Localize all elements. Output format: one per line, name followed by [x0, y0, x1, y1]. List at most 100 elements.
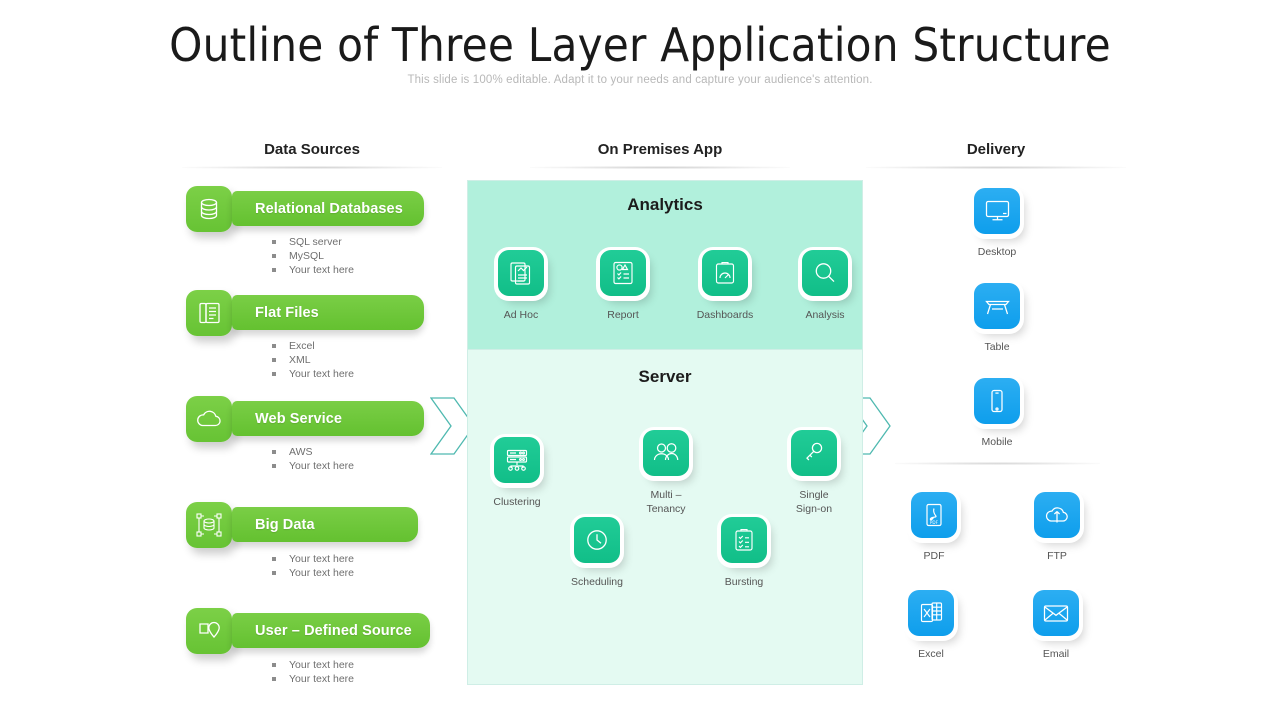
list-item: Your text here	[272, 672, 354, 686]
server-item-clustering[interactable]: Clustering	[478, 437, 556, 510]
analytics-item-dashboards[interactable]: Dashboards	[686, 250, 764, 323]
list-item: Excel	[272, 339, 354, 353]
delivery-item-mobile[interactable]: Mobile	[958, 378, 1036, 448]
delivery-item-label: Email	[1042, 648, 1070, 660]
analytics-item-report[interactable]: Report	[584, 250, 662, 323]
delivery-item-label: Excel	[918, 648, 944, 660]
data-source-bullet-list: Your text here Your text here	[272, 552, 354, 580]
delivery-item-label: FTP	[1047, 550, 1067, 562]
excel-file-icon	[908, 590, 954, 636]
analytics-item-analysis[interactable]: Analysis	[786, 250, 864, 323]
analytics-item-label: Report	[607, 309, 639, 321]
list-item: Your text here	[272, 263, 354, 277]
server-item-single-sign-on[interactable]: Single Sign-on	[775, 430, 853, 516]
page-title: Outline of Three Layer Application Struc…	[169, 18, 1111, 72]
mobile-phone-icon	[974, 378, 1020, 424]
server-item-bursting[interactable]: Bursting	[705, 517, 783, 590]
data-source-bullet-list: Excel XML Your text here	[272, 339, 354, 382]
delivery-item-label: Mobile	[981, 436, 1013, 448]
dashboard-clipboard-icon	[702, 250, 748, 296]
checklist-clipboard-icon	[721, 517, 767, 563]
delivery-item-label: Desktop	[977, 246, 1017, 258]
arrow-left-to-center-icon	[430, 396, 476, 456]
server-rack-icon	[494, 437, 540, 483]
data-source-label-bar[interactable]: Web Service	[232, 401, 424, 436]
analytics-item-label: Ad Hoc	[503, 309, 539, 321]
arrow-center-to-right-icon	[846, 396, 892, 456]
column-header-delivery: Delivery	[866, 141, 1126, 169]
delivery-divider	[895, 462, 1100, 465]
key-icon	[791, 430, 837, 476]
list-item: AWS	[272, 445, 354, 459]
database-icon	[186, 186, 232, 232]
analytics-item-label: Dashboards	[696, 309, 754, 321]
analytics-section: Analytics Ad Hoc	[467, 180, 863, 350]
data-source-label: Relational Databases	[255, 200, 403, 217]
on-premises-panel: Analytics Ad Hoc	[467, 180, 863, 685]
list-item: Your text here	[272, 459, 354, 473]
data-source-label: Flat Files	[255, 304, 319, 321]
server-item-scheduling[interactable]: Scheduling	[558, 517, 636, 590]
desktop-monitor-icon	[974, 188, 1020, 234]
data-source-label-bar[interactable]: Big Data	[232, 507, 418, 542]
data-source-label-bar[interactable]: User – Defined Source	[232, 613, 430, 648]
big-data-network-icon	[186, 502, 232, 548]
list-item: Your text here	[272, 658, 354, 672]
list-item: Your text here	[272, 566, 354, 580]
cloud-upload-icon	[1034, 492, 1080, 538]
document-stack-icon	[186, 290, 232, 336]
analytics-item-label: Analysis	[805, 309, 845, 321]
column-header-label: Delivery	[966, 141, 1026, 158]
report-document-icon	[600, 250, 646, 296]
header-divider	[530, 166, 790, 169]
table-icon	[974, 283, 1020, 329]
data-source-bullet-list: Your text here Your text here	[272, 658, 354, 686]
magnifier-icon	[802, 250, 848, 296]
clock-icon	[574, 517, 620, 563]
header-divider	[182, 166, 442, 169]
server-item-label: Bursting	[724, 576, 764, 588]
data-source-bullet-list: AWS Your text here	[272, 445, 354, 473]
list-item: XML	[272, 353, 354, 367]
data-source-label: Big Data	[255, 516, 315, 533]
server-item-multi-tenancy[interactable]: Multi – Tenancy	[627, 430, 705, 516]
server-item-label: Single Sign-on	[795, 489, 833, 515]
pdf-file-icon: PDF	[911, 492, 957, 538]
server-heading: Server	[638, 367, 692, 386]
delivery-item-excel[interactable]: Excel	[892, 590, 970, 660]
delivery-item-table[interactable]: Table	[958, 283, 1036, 353]
header-divider	[866, 166, 1126, 169]
list-item: Your text here	[272, 552, 354, 566]
column-header-label: Data Sources	[264, 141, 360, 158]
delivery-item-email[interactable]: Email	[1017, 590, 1095, 660]
analytics-item-ad-hoc[interactable]: Ad Hoc	[482, 250, 560, 323]
server-item-label: Scheduling	[571, 576, 623, 588]
data-source-label: User – Defined Source	[255, 622, 412, 639]
analytics-heading: Analytics	[627, 195, 703, 214]
users-icon	[643, 430, 689, 476]
server-item-label: Multi – Tenancy	[646, 489, 686, 515]
column-header-on-premises: On Premises App	[530, 141, 790, 169]
user-defined-source-icon	[186, 608, 232, 654]
column-header-label: On Premises App	[597, 141, 723, 158]
delivery-item-desktop[interactable]: Desktop	[958, 188, 1036, 258]
page-subtitle: This slide is 100% editable. Adapt it to…	[407, 74, 873, 86]
delivery-item-label: Table	[984, 341, 1010, 353]
delivery-item-label: PDF	[923, 550, 945, 562]
column-header-data-sources: Data Sources	[182, 141, 442, 169]
delivery-item-pdf[interactable]: PDF PDF	[895, 492, 973, 562]
list-item: MySQL	[272, 249, 354, 263]
data-source-label: Web Service	[255, 410, 343, 427]
delivery-item-ftp[interactable]: FTP	[1018, 492, 1096, 562]
server-section: Server Clustering	[467, 350, 863, 685]
envelope-icon	[1033, 590, 1079, 636]
data-source-bullet-list: SQL server MySQL Your text here	[272, 235, 354, 278]
adhoc-chart-document-icon	[498, 250, 544, 296]
server-item-label: Clustering	[493, 496, 541, 508]
svg-text:PDF: PDF	[930, 520, 939, 525]
data-source-label-bar[interactable]: Relational Databases	[232, 191, 424, 226]
cloud-icon	[186, 396, 232, 442]
data-source-label-bar[interactable]: Flat Files	[232, 295, 424, 330]
list-item: Your text here	[272, 367, 354, 381]
